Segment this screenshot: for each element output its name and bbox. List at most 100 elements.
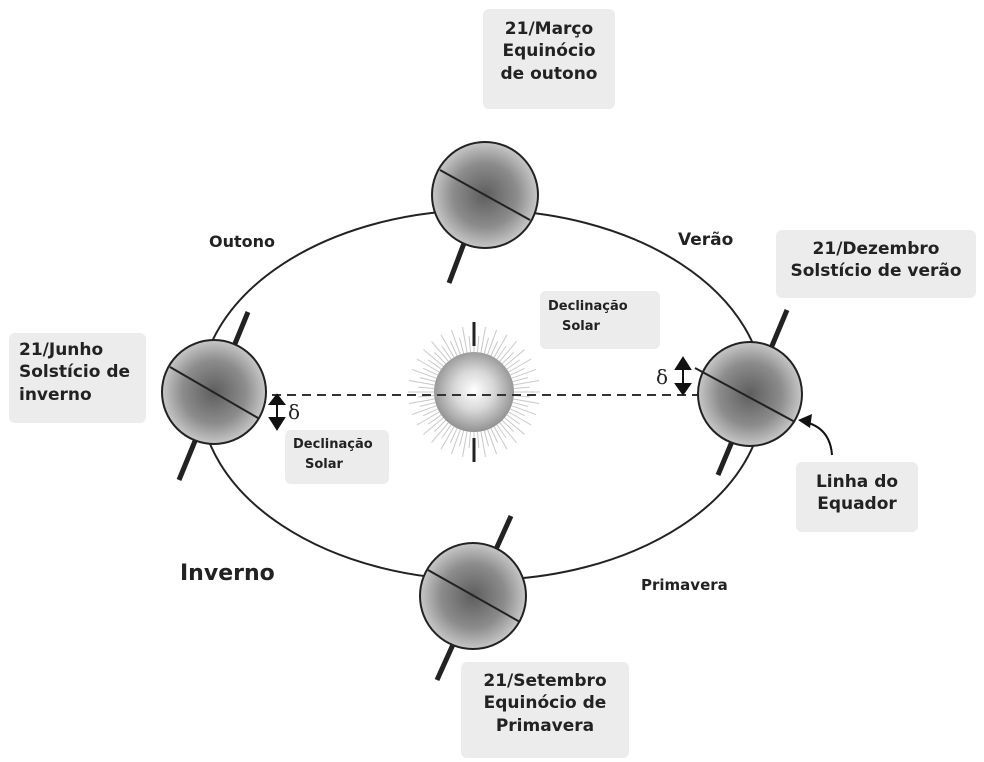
sun-ray xyxy=(499,341,517,362)
sun-rays xyxy=(408,326,540,458)
sun-ray xyxy=(434,419,447,432)
sun-ray xyxy=(411,368,437,379)
sun-ray xyxy=(423,349,444,367)
declination-left-line2: Solar xyxy=(305,457,343,473)
sun-ray xyxy=(459,337,465,354)
sun-ray xyxy=(480,326,486,353)
declination-left-line1: Declinação xyxy=(293,437,373,452)
season-primavera: Primavera xyxy=(641,576,728,594)
sun-ray xyxy=(506,414,521,425)
september-date: 21/Setembro xyxy=(483,671,607,691)
sun-ray xyxy=(450,429,461,455)
declination-arrow-right xyxy=(674,356,692,396)
sun-ray xyxy=(431,422,449,443)
sun-ray xyxy=(468,431,472,448)
sun-ray xyxy=(499,422,517,443)
sun-ray xyxy=(418,394,435,398)
sun-ray xyxy=(493,334,508,358)
june-date: 21/Junho xyxy=(19,340,104,360)
june-event-line1: Solstício de xyxy=(19,362,131,383)
sun-ray xyxy=(513,380,540,386)
sun-ray xyxy=(449,341,458,356)
sun-ray xyxy=(504,349,525,367)
planet-march xyxy=(431,141,539,284)
sun-ray xyxy=(490,428,499,443)
declination-right-line1: Declinação xyxy=(548,299,628,314)
sun-ray xyxy=(487,429,498,455)
sun-ray xyxy=(483,337,489,354)
sun-ray xyxy=(513,398,540,404)
equator-pointer-arrow xyxy=(798,414,833,456)
planet-september xyxy=(419,514,527,682)
sun-ray xyxy=(434,352,447,365)
sun-ray xyxy=(449,428,458,443)
label-declination-left: Declinação Solar xyxy=(285,430,389,484)
june-event-line2: inverno xyxy=(19,384,92,405)
december-event: Solstício de verão xyxy=(790,261,962,282)
sun-ray xyxy=(411,405,437,416)
sun-ray xyxy=(490,341,499,356)
sun-ray xyxy=(468,336,472,353)
sun-ray xyxy=(511,405,537,416)
sun-ray xyxy=(510,408,525,417)
sun xyxy=(434,352,514,432)
label-declination-right: Declinação Solar xyxy=(540,291,660,349)
sun-ray xyxy=(462,431,468,458)
sun-ray xyxy=(513,386,530,390)
sun-ray xyxy=(408,380,435,386)
september-event-line2: Primavera xyxy=(495,715,595,736)
march-event-line1: Equinócio xyxy=(502,41,596,62)
sun-ray xyxy=(427,414,442,425)
sun-ray xyxy=(441,345,452,360)
sun-ray xyxy=(462,326,468,353)
label-june-solstice: 21/Junho Solstício de inverno xyxy=(9,333,146,423)
sun-ray xyxy=(501,352,514,365)
season-verao: Verão xyxy=(678,230,734,250)
sun-ray xyxy=(483,430,489,447)
sun-ray xyxy=(423,417,444,435)
planet-june xyxy=(161,311,267,481)
sun-ray xyxy=(423,367,438,376)
sun-ray xyxy=(504,417,525,435)
label-december-solstice: 21/Dezembro Solstício de verão xyxy=(776,230,976,298)
sun-ray xyxy=(419,377,436,383)
sun-ray xyxy=(423,408,438,417)
sun-ray xyxy=(496,345,507,360)
sun-ray xyxy=(512,377,529,383)
label-september-equinox: 21/Setembro Equinócio de Primavera xyxy=(461,662,629,758)
sun-ray xyxy=(480,431,486,458)
sun-ray xyxy=(501,419,514,432)
march-event-line2: de outono xyxy=(500,63,598,84)
sun-ray xyxy=(441,424,452,439)
sun-ray xyxy=(511,368,537,379)
declination-right-line2: Solar xyxy=(562,319,600,335)
sun-ray xyxy=(431,341,449,362)
sun-ray xyxy=(512,401,529,407)
label-march-equinox: 21/Março Equinócio de outono xyxy=(483,9,615,109)
sun-ray xyxy=(427,359,442,370)
sun-ray xyxy=(418,386,435,390)
december-date: 21/Dezembro xyxy=(812,239,940,259)
sun-ray xyxy=(408,398,435,404)
equator-line2: Equador xyxy=(817,494,897,515)
sun-ray xyxy=(459,430,465,447)
delta-symbol-left: δ xyxy=(288,400,300,424)
sun-ray xyxy=(496,424,507,439)
label-equator-line: Linha do Equador xyxy=(796,462,918,532)
sun-ray xyxy=(510,367,525,376)
sun-ray xyxy=(416,411,440,426)
delta-symbol-right: δ xyxy=(656,365,668,389)
sun-ray xyxy=(476,336,480,353)
sun-ray xyxy=(450,329,461,355)
sun-ray xyxy=(493,426,508,450)
march-date: 21/Março xyxy=(504,19,594,39)
sun-ray xyxy=(508,411,532,426)
declination-arrow-left xyxy=(267,393,287,431)
planet-december xyxy=(694,309,803,476)
season-outono: Outono xyxy=(209,232,276,251)
season-inverno: Inverno xyxy=(180,561,275,586)
sun-ray xyxy=(416,358,440,373)
equator-line1: Linha do xyxy=(815,472,899,492)
sun-ray xyxy=(440,426,455,450)
